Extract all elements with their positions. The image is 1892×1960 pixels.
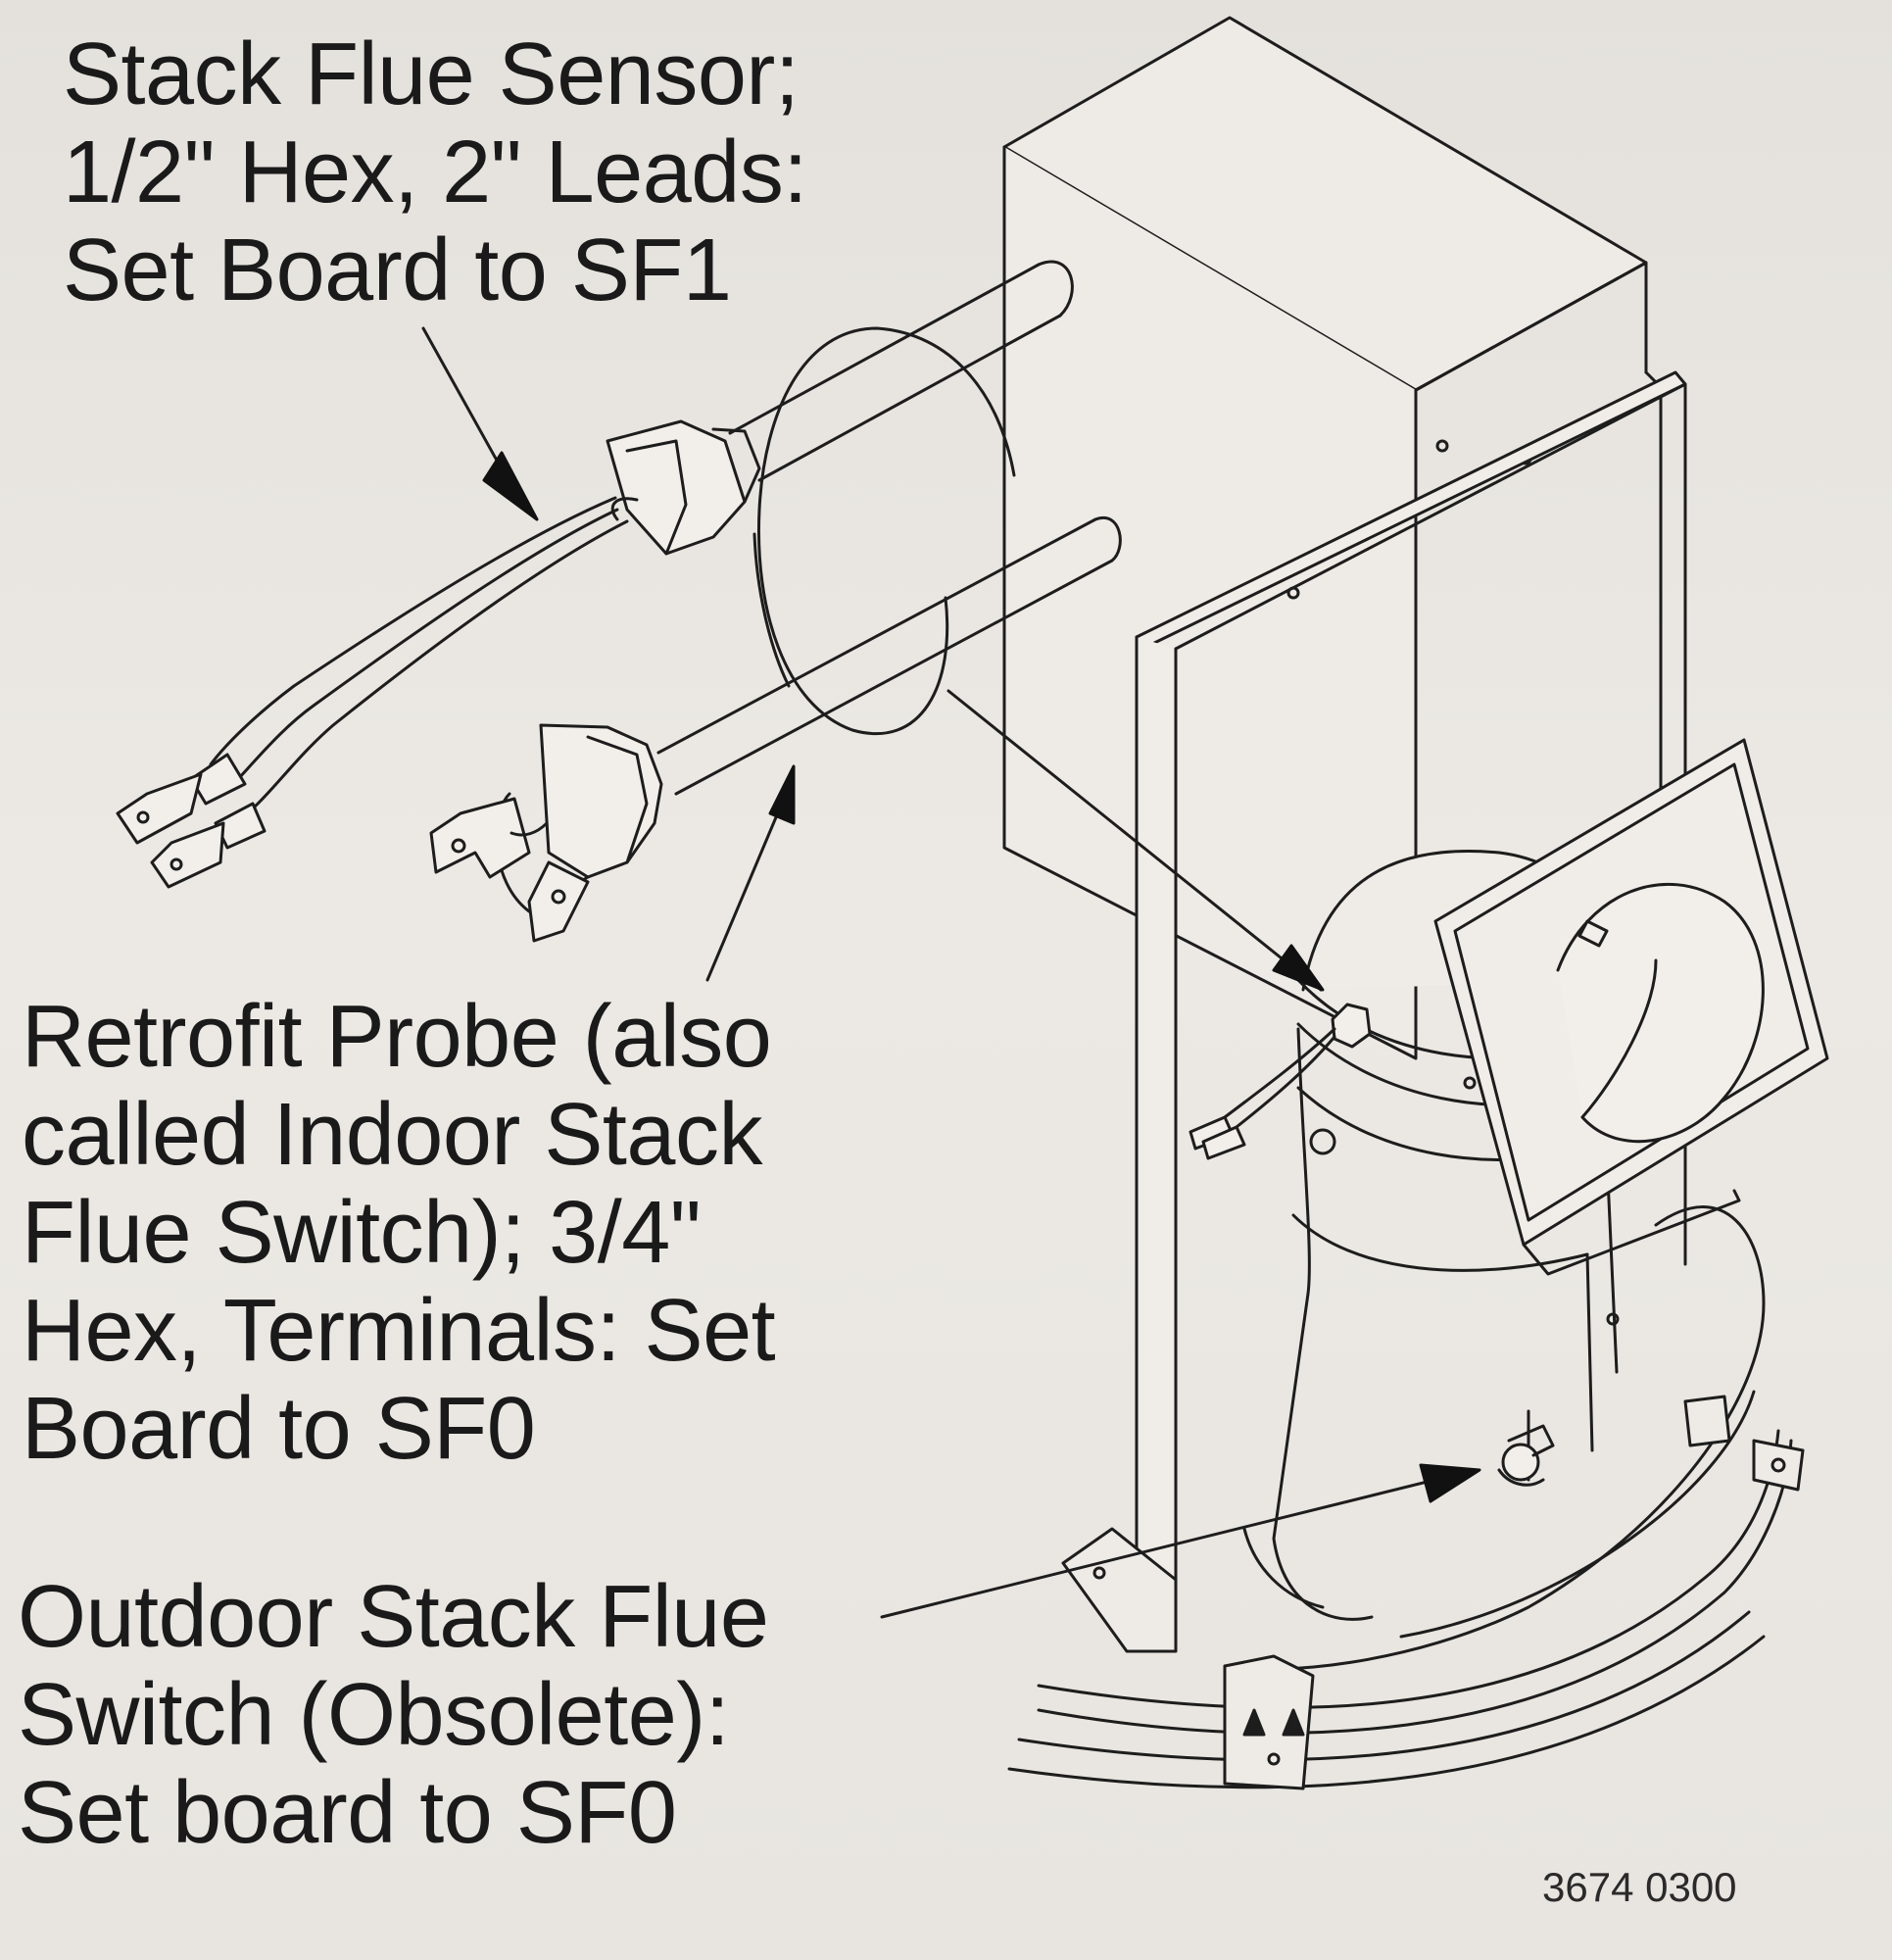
mounting-panel xyxy=(1061,370,1687,1653)
label-line: Board to SF0 xyxy=(22,1380,536,1478)
part-number: 3674 0300 xyxy=(1542,1864,1737,1910)
installed-sensor xyxy=(1189,1003,1372,1160)
label-line: Set board to SF0 xyxy=(18,1764,677,1862)
outlet-flange xyxy=(1433,738,1829,1276)
arrow-probe-to-inducer xyxy=(946,689,1323,992)
label-line: Switch (Obsolete): xyxy=(18,1666,730,1764)
label-line: Hex, Terminals: Set xyxy=(22,1282,776,1380)
base-rails xyxy=(1007,1395,1805,1790)
label-line: Outdoor Stack Flue xyxy=(18,1568,769,1666)
leader-arrows xyxy=(421,326,1481,1619)
label-line: Flue Switch); 3/4" xyxy=(22,1184,702,1282)
arrow-retrofit-probe xyxy=(705,797,786,982)
retrofit-probe xyxy=(429,515,1122,943)
label-line: Retrofit Probe (also xyxy=(22,988,772,1086)
callout-oval xyxy=(756,326,1016,736)
label-line: Stack Flue Sensor; xyxy=(63,25,800,123)
retrofit-probe-label: Retrofit Probe (also called Indoor Stack… xyxy=(22,988,776,1478)
label-line: 1/2" Hex, 2" Leads: xyxy=(63,123,807,221)
label-line: Set Board to SF1 xyxy=(63,221,732,319)
outdoor-switch-label: Outdoor Stack Flue Switch (Obsolete): Se… xyxy=(18,1568,769,1862)
arrow-outdoor-switch xyxy=(880,1468,1477,1619)
stack-flue-sensor-label: Stack Flue Sensor; 1/2" Hex, 2" Leads: S… xyxy=(63,25,807,319)
label-line: called Indoor Stack xyxy=(22,1086,762,1184)
outdoor-switch-part xyxy=(1497,1424,1555,1487)
stack-flue-sensor xyxy=(116,260,1074,889)
